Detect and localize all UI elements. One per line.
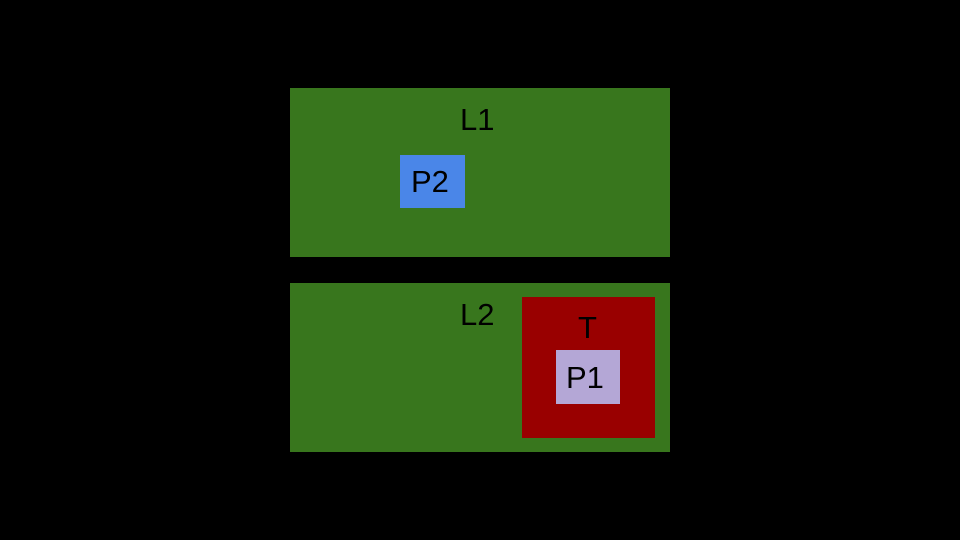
p1-box: P1	[556, 350, 620, 404]
l1-box: L1 P2	[290, 88, 670, 257]
l2-label: L2	[460, 297, 495, 332]
l1-label: L1	[460, 102, 495, 137]
t-box: T P1	[522, 297, 655, 438]
l2-box: L2 T P1	[290, 283, 670, 452]
p2-label: P2	[411, 164, 449, 199]
p2-box: P2	[400, 155, 465, 208]
p1-label: P1	[566, 360, 604, 395]
t-label: T	[578, 310, 597, 345]
